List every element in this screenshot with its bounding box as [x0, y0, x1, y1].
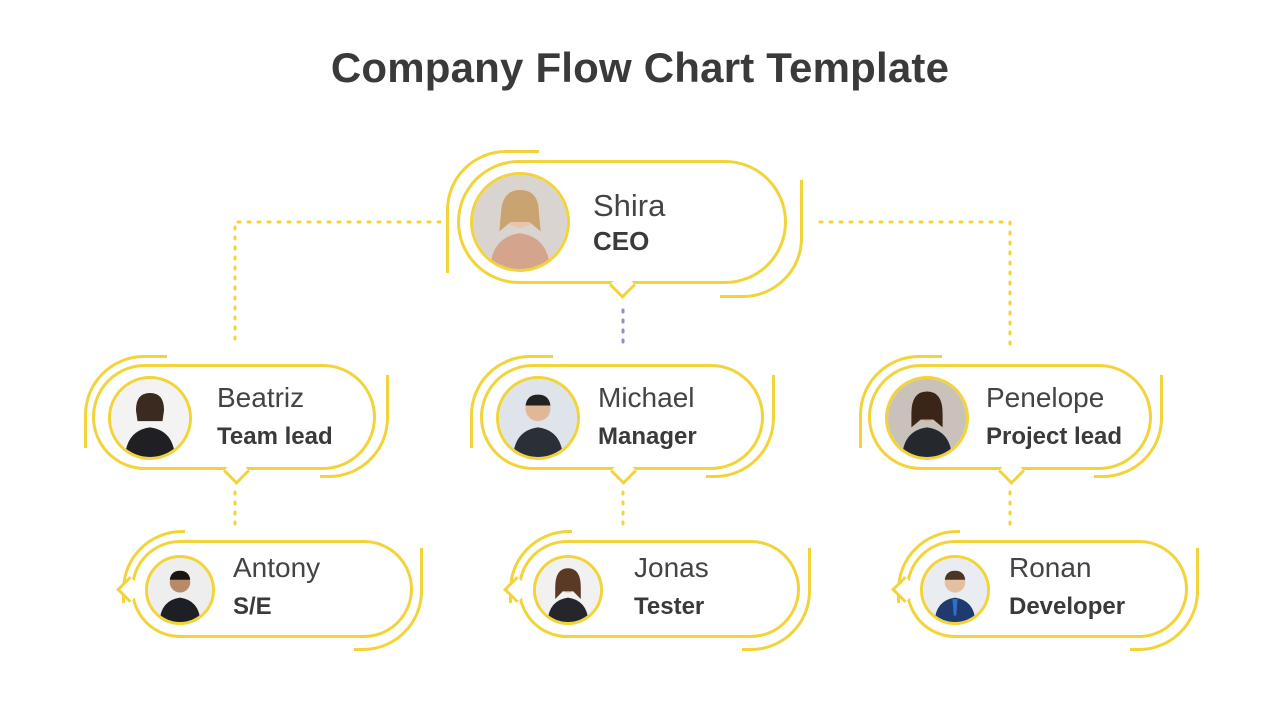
avatar-beatriz [108, 376, 192, 460]
name-jonas: Jonas [634, 552, 709, 584]
role-teamlead: Team lead [217, 423, 333, 451]
connector-ceo-project [820, 222, 1010, 350]
role-tester: Tester [634, 593, 704, 621]
avatar-antony [145, 555, 215, 625]
name-beatriz: Beatriz [217, 382, 304, 414]
name-shira: Shira [593, 188, 665, 224]
avatar-penelope [885, 376, 969, 460]
role-se: S/E [233, 593, 272, 621]
avatar-michael [496, 376, 580, 460]
role-dev: Developer [1009, 593, 1125, 621]
name-antony: Antony [233, 552, 320, 584]
role-project: Project lead [986, 423, 1122, 451]
role-ceo: CEO [593, 226, 649, 257]
name-ronan: Ronan [1009, 552, 1092, 584]
avatar-jonas [533, 555, 603, 625]
connector-ceo-teamlead [235, 222, 440, 345]
name-michael: Michael [598, 382, 694, 414]
avatar-shira [470, 172, 570, 272]
role-manager: Manager [598, 423, 697, 451]
avatar-ronan [920, 555, 990, 625]
name-penelope: Penelope [986, 382, 1104, 414]
